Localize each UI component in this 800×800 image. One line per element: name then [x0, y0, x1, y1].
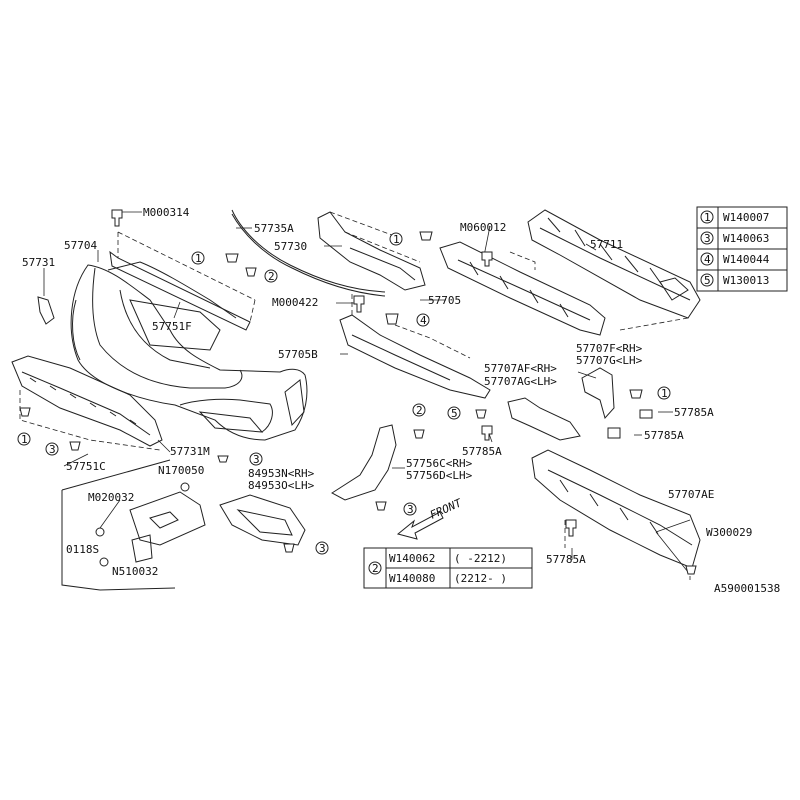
leader-lines [43, 211, 691, 573]
callout2-part-1: W140062 [389, 552, 435, 565]
callout-table-symbol-3: 3 [704, 232, 711, 245]
reinforcement-57711 [509, 209, 701, 331]
svg-text:2: 2 [416, 404, 423, 417]
label-m000422: M000422 [272, 296, 318, 309]
callout-table-part-4: W140044 [723, 253, 770, 266]
callout2-range-2: (2212- ) [454, 572, 507, 585]
label-57707ae: 57707AE [668, 488, 714, 501]
label-57704: 57704 [64, 239, 97, 252]
label-57731: 57731 [22, 256, 55, 269]
upper-strip-57751f [109, 231, 256, 331]
fog-cover-84953n [219, 494, 306, 546]
label-84953o: 84953O<LH> [248, 479, 315, 492]
label-57756d: 57756D<LH> [406, 469, 473, 482]
svg-text:1: 1 [21, 433, 28, 446]
label-m020032: M020032 [88, 491, 134, 504]
label-57785a-1: 57785A [674, 406, 714, 419]
callout2-table: 2 W140062 ( -2212) W140080 (2212- ) [363, 547, 533, 589]
svg-text:1: 1 [195, 252, 202, 265]
label-57785a-2: 57785A [644, 429, 684, 442]
callout2-symbol: 2 [372, 562, 379, 575]
bracket-57707f [581, 367, 615, 420]
bracket-assembly-57731m [61, 459, 206, 591]
fasteners [19, 209, 697, 575]
label-57711: 57711 [590, 238, 623, 251]
absorber-57705 [439, 241, 606, 336]
callout-table-part-1: W140007 [723, 211, 769, 224]
label-57785a-4: 57785A [546, 553, 586, 566]
upper-bracket-57730 [317, 211, 426, 291]
label-m060012: M060012 [460, 221, 506, 234]
callout-table-symbol-5: 5 [704, 274, 711, 287]
side-bracket-57731 [37, 296, 55, 325]
svg-text:4: 4 [420, 314, 427, 327]
label-57730: 57730 [274, 240, 307, 253]
diagram-id: A590001538 [714, 582, 780, 595]
absorber-57705b [339, 290, 491, 399]
bumper-face [70, 261, 308, 441]
svg-text:1: 1 [661, 387, 668, 400]
callout-table-symbol-1: 1 [704, 211, 711, 224]
bracket-57707af [507, 397, 581, 441]
svg-text:1: 1 [393, 233, 400, 246]
label-57705: 57705 [428, 294, 461, 307]
callout-table-part-3: W140063 [723, 232, 769, 245]
callout-circles: 1 2 1 4 1 2 5 1 3 3 3 3 [17, 232, 671, 555]
svg-text:3: 3 [49, 443, 56, 456]
label-front: FRONT [428, 496, 465, 522]
label-57707f: 57707F<RH> [576, 342, 643, 355]
svg-text:2: 2 [268, 270, 275, 283]
svg-text:3: 3 [407, 503, 414, 516]
label-57731m: 57731M [170, 445, 210, 458]
under-cover-57707ae [531, 449, 701, 580]
label-m000314: M000314 [143, 206, 190, 219]
callout-table-part-5: W130013 [723, 274, 769, 287]
front-arrow-icon [396, 511, 444, 540]
svg-text:3: 3 [319, 542, 326, 555]
label-57751c: 57751C [66, 460, 106, 473]
label-57707ag: 57707AG<LH> [484, 375, 557, 388]
callout-table: 1 3 4 5 W140007 W140063 W140044 W130013 [696, 206, 788, 292]
label-57705b: 57705B [278, 348, 318, 361]
lower-grille-57751c [11, 355, 163, 451]
label-57707g: 57707G<LH> [576, 354, 643, 367]
label-57735a: 57735A [254, 222, 294, 235]
label-w300029: W300029 [706, 526, 752, 539]
label-57707af: 57707AF<RH> [484, 362, 557, 375]
label-n510032: N510032 [112, 565, 158, 578]
svg-text:5: 5 [451, 407, 458, 420]
svg-text:3: 3 [253, 453, 260, 466]
label-84953n: 84953N<RH> [248, 467, 315, 480]
label-57785a-3: 57785A [462, 445, 502, 458]
label-0118s: 0118S [66, 543, 99, 556]
callout2-part-2: W140080 [389, 572, 435, 585]
cover-57756c [331, 424, 397, 501]
label-57751f: 57751F [152, 320, 192, 333]
callout2-range-1: ( -2212) [454, 552, 507, 565]
label-n170050: N170050 [158, 464, 204, 477]
callout-table-symbol-4: 4 [704, 253, 711, 266]
label-57756c: 57756C<RH> [406, 457, 473, 470]
